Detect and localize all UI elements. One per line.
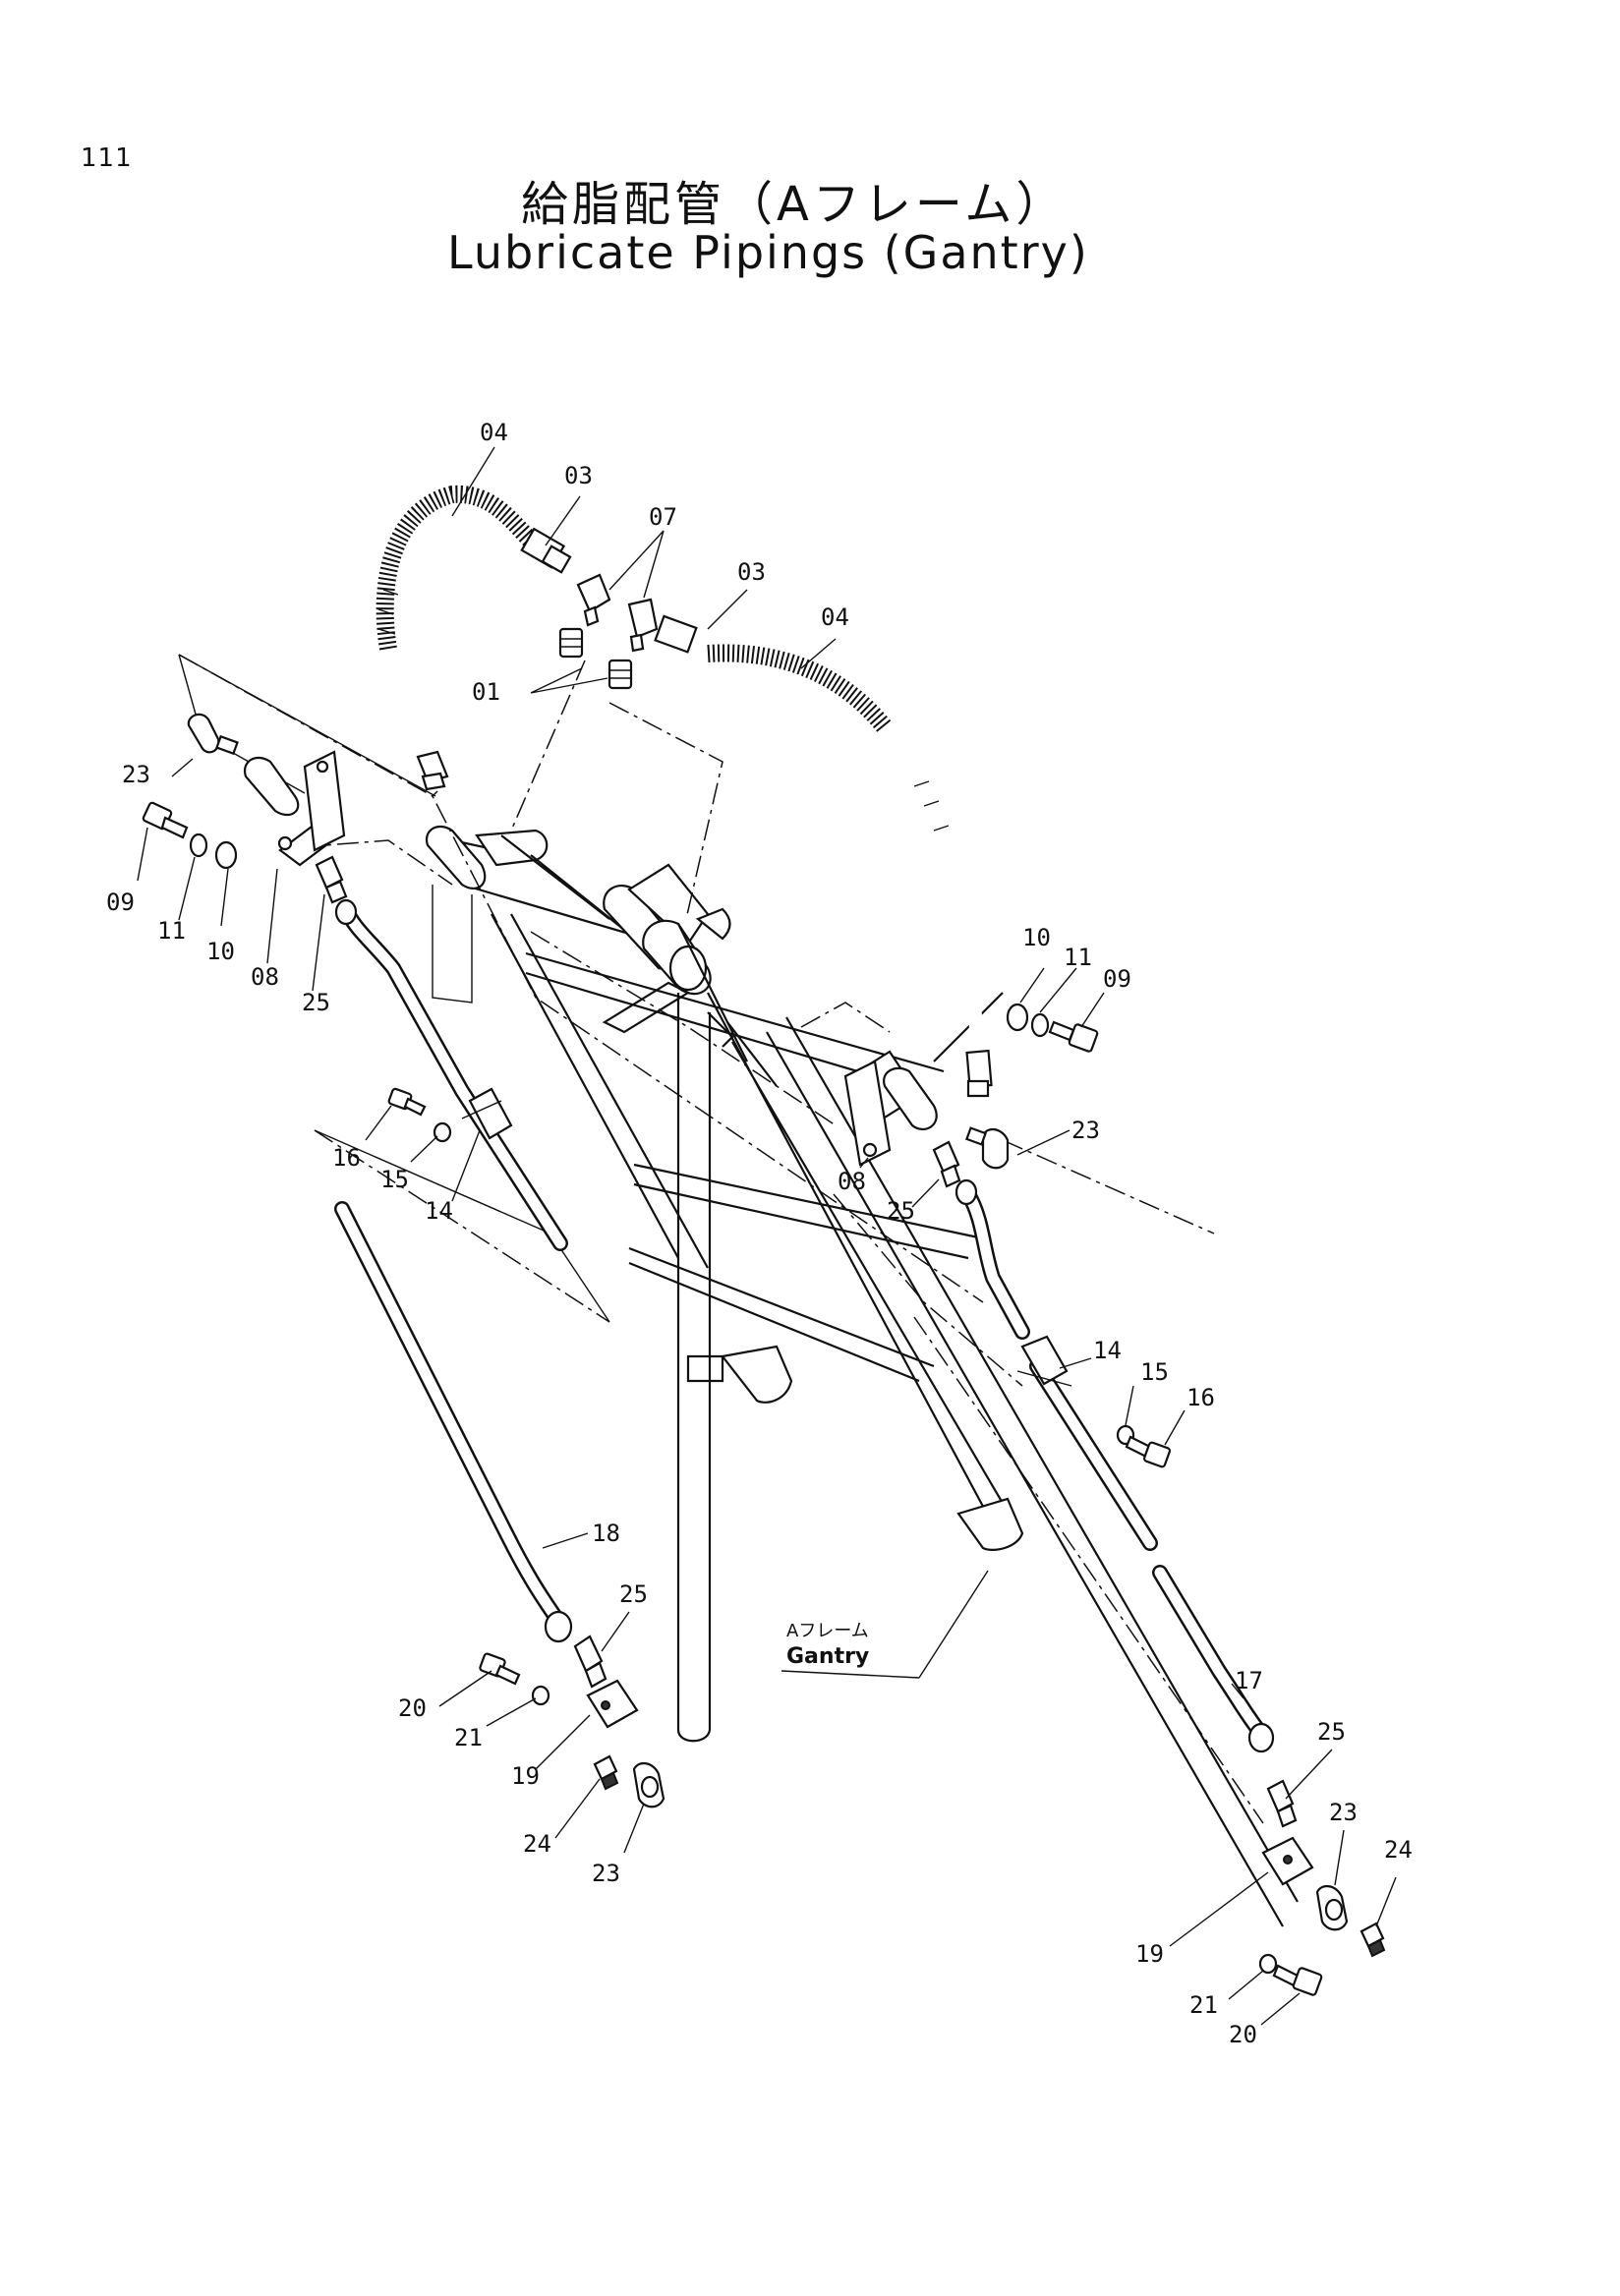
nipple-24-left [593,1754,619,1791]
callout-17: 17 [1235,1667,1263,1694]
bolt-09-left [142,801,189,839]
callout-25-lower-right: 25 [1317,1718,1346,1746]
callout-14-left: 14 [425,1197,453,1225]
callout-11-left: 11 [157,917,186,945]
washer-21-left [531,1685,550,1706]
block-19-right [1261,1836,1314,1886]
assembly-guide-lines [178,654,1264,1824]
callout-21-right: 21 [1189,1991,1218,2019]
washer-10-right [1006,1003,1029,1032]
gantry-frame [425,825,1299,1927]
bolt-16-right [1125,1435,1172,1468]
callout-16-left: 16 [332,1144,361,1172]
callout-19-left: 19 [511,1762,540,1790]
bolt-20-right [1272,1964,1323,1996]
adapter-01-right [608,659,633,690]
fitting-25-lower-left [573,1635,608,1689]
callout-25-left-upper: 25 [302,989,330,1016]
right-upper-pipe [955,1178,1158,1551]
callout-19-right: 19 [1135,1940,1164,1968]
title-english: Lubricate Pipings (Gantry) [447,226,1089,279]
left-mount-plate-08 [243,750,346,867]
right-mount-plate-08 [843,1050,938,1167]
callout-23-upper-right: 23 [1071,1117,1100,1144]
elbow-23-lower-right [1315,1884,1349,1931]
callout-23-upper-left: 23 [122,761,150,788]
callout-labels: 04 03 07 03 04 01 23 09 11 10 08 25 10 1… [106,419,1413,2048]
bolt-20-left [479,1652,521,1686]
page-number: 111 [81,144,133,173]
right-hose-assembly [654,614,993,1098]
washer-11-left [189,832,208,858]
bolt-16-left [387,1087,427,1117]
fitting-25-left-upper [315,855,348,904]
callout-23-lower-left: 23 [592,1860,620,1887]
gantry-label: Aフレーム Gantry [781,1621,920,1679]
callout-03-upper-left: 03 [564,462,593,489]
washer-15-left [433,1121,452,1143]
left-hose-assembly [376,484,572,791]
block-19-left [586,1679,639,1729]
callout-15-left: 15 [380,1166,409,1193]
washer-21-right [1258,1953,1278,1975]
callout-21-left: 21 [454,1724,483,1751]
bolt-09-right [1048,1020,1099,1053]
adapter-01-left [558,627,584,659]
callout-23-lower-right: 23 [1329,1799,1358,1826]
callout-20-left: 20 [398,1694,427,1722]
leader-lines [137,446,1397,2026]
clamp-14-left [461,1087,513,1140]
callout-20-right: 20 [1229,2021,1257,2048]
callout-10-right: 10 [1022,924,1051,951]
fitting-25-lower-right [1266,1779,1298,1828]
elbow-23-lower-left [632,1761,665,1808]
callout-04-upper-right: 04 [821,603,849,631]
elbow-23-upper-left [187,713,239,756]
callout-08-left: 08 [251,963,279,991]
elbow-07-left [576,573,611,627]
clamp-14-right [1016,1335,1072,1387]
callout-10-left: 10 [206,938,235,965]
callout-03-upper-right: 03 [737,558,766,586]
fitting-25-right-upper [932,1140,961,1188]
title-japanese: 給脂配管（Aフレーム） [521,177,1068,232]
gantry-label-japanese: Aフレーム [786,1621,869,1641]
elbow-23-upper-right [965,1126,1010,1170]
callout-14-right: 14 [1093,1337,1122,1364]
callout-09-right: 09 [1103,965,1131,993]
callout-08-right: 08 [838,1168,866,1195]
gantry-label-english: Gantry [786,1644,869,1669]
callout-15-right: 15 [1140,1358,1169,1386]
left-upper-pipe [334,898,568,1251]
callout-04-upper-left: 04 [480,419,508,446]
callout-25-right-upper: 25 [887,1197,915,1225]
washer-10-left [214,840,238,870]
pipe-17 [1152,1565,1275,1753]
nipple-24-right [1360,1922,1386,1958]
callout-01: 01 [472,678,500,706]
callout-07: 07 [649,503,677,531]
callout-09-left: 09 [106,889,135,916]
callout-25-lower-left: 25 [619,1580,648,1608]
callout-24-right: 24 [1384,1836,1413,1864]
callout-24-left: 24 [523,1830,551,1858]
elbow-07-right [627,598,659,653]
callout-16-right: 16 [1186,1384,1215,1411]
callout-18: 18 [592,1520,620,1547]
callout-11-right: 11 [1064,944,1092,971]
washer-11-right [1030,1012,1050,1038]
pipe-18 [334,1201,573,1643]
